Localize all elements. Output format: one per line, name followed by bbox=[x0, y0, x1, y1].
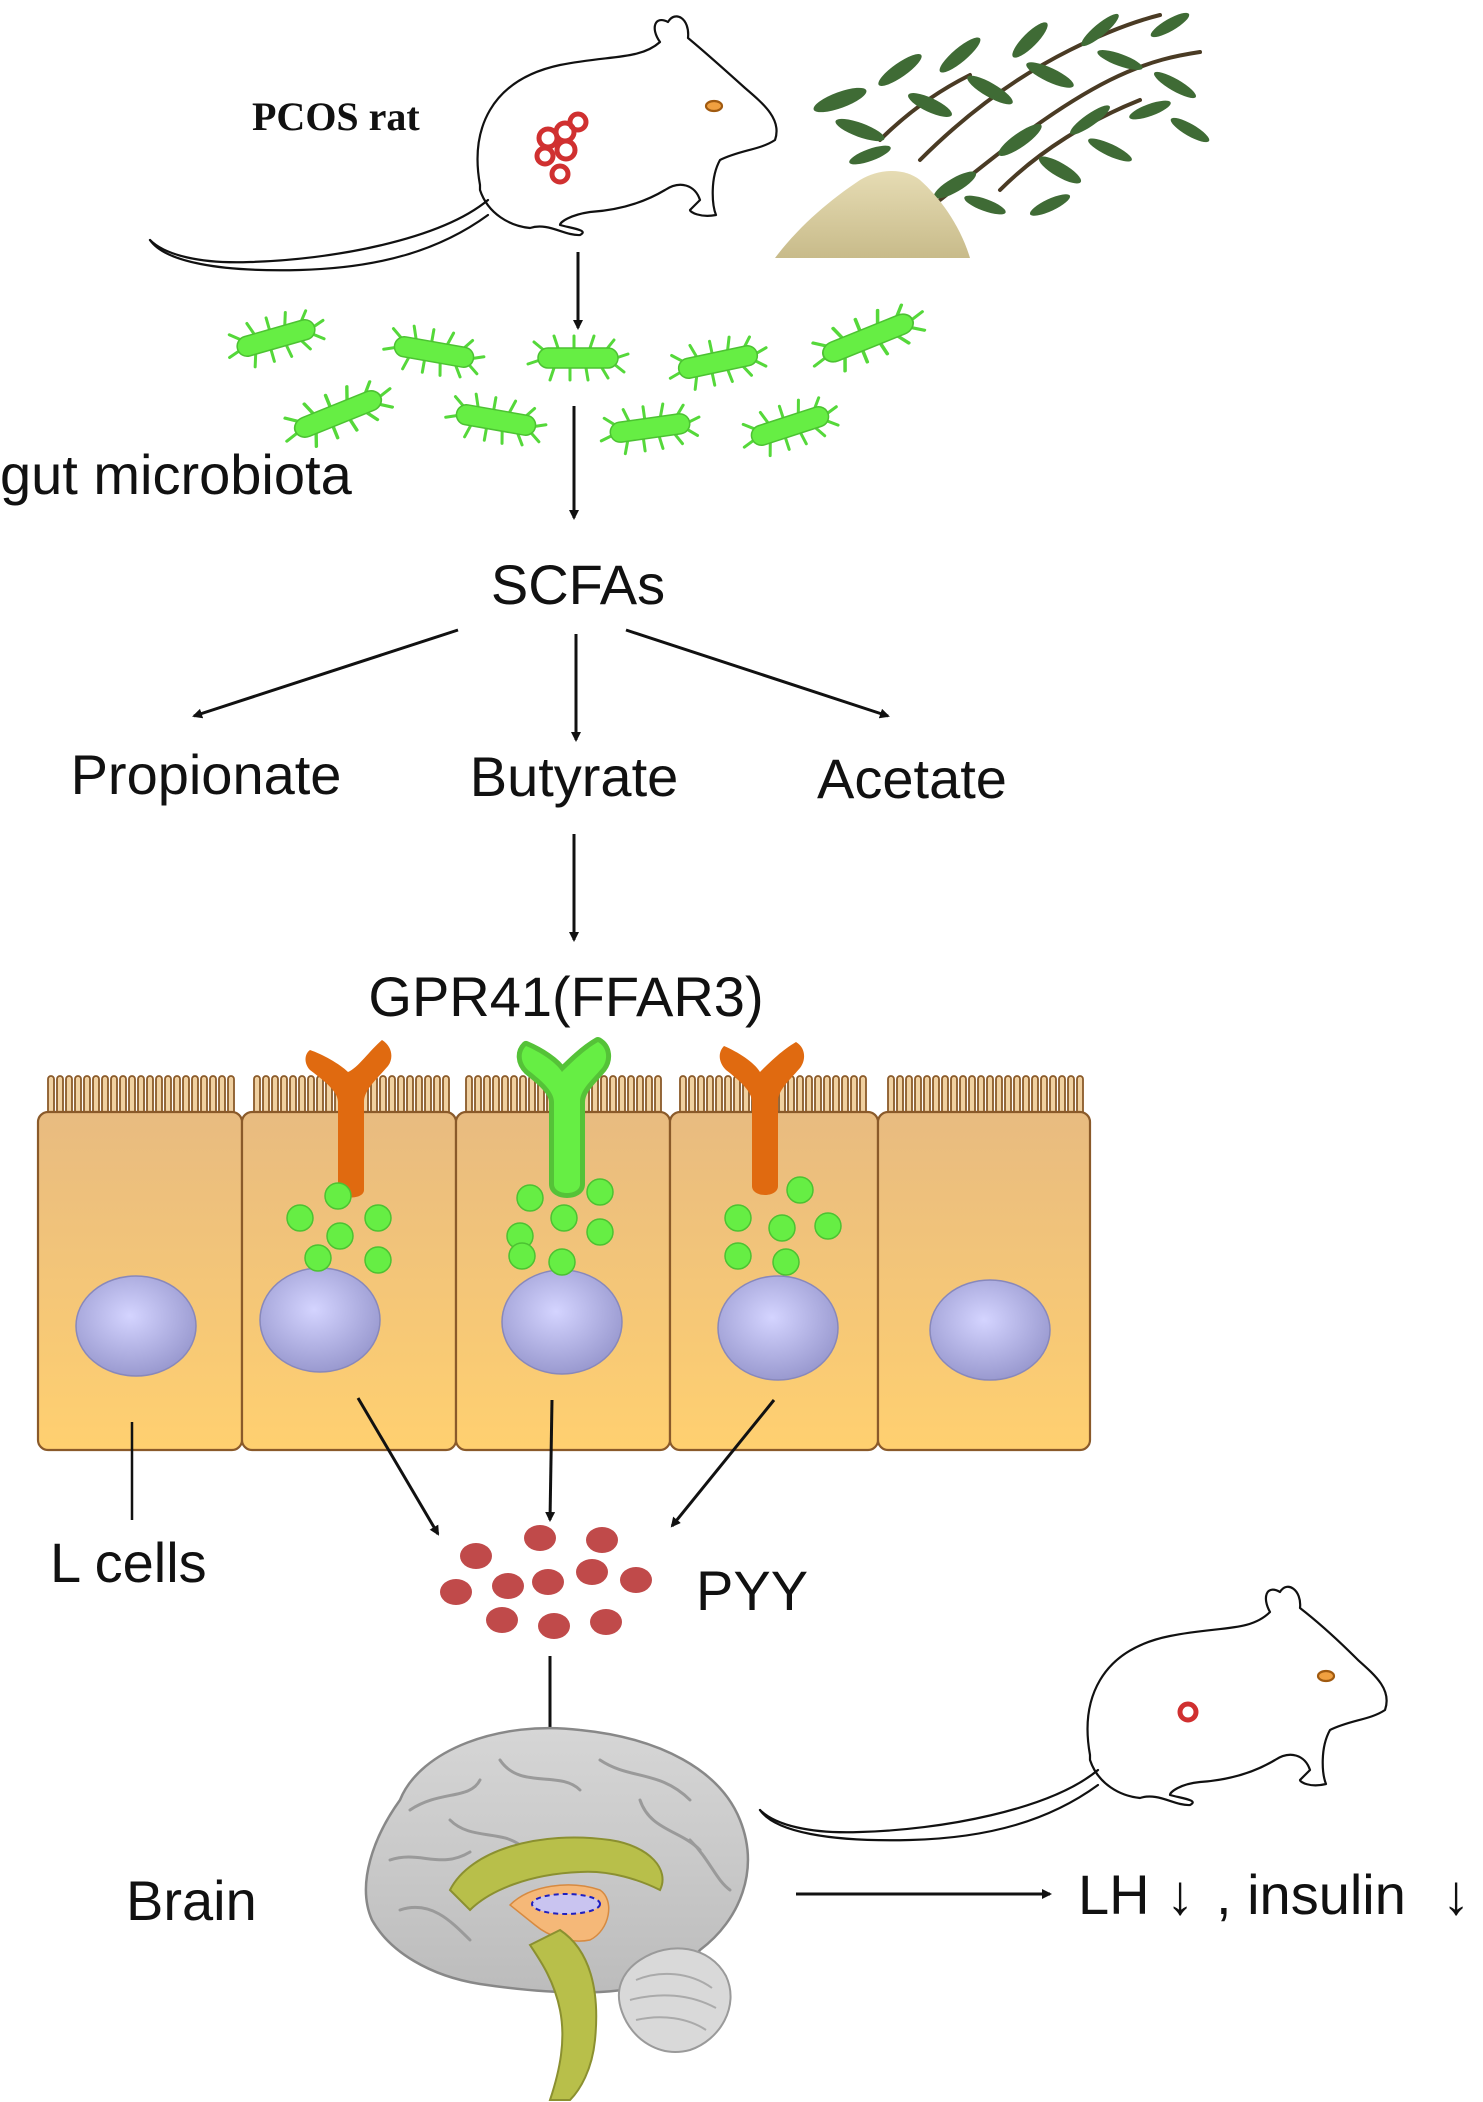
pyy-granule bbox=[460, 1543, 492, 1569]
pyy-granule bbox=[486, 1607, 518, 1633]
pyy-granule bbox=[590, 1609, 622, 1635]
receptor-inactive bbox=[305, 1040, 392, 1198]
vesicle bbox=[286, 1204, 314, 1232]
arrow-cell-to-pyy bbox=[670, 1399, 776, 1528]
nucleus bbox=[501, 1269, 623, 1375]
vesicle bbox=[724, 1242, 752, 1270]
vesicle bbox=[364, 1246, 392, 1274]
vesicle bbox=[508, 1242, 536, 1270]
pyy-granule bbox=[492, 1573, 524, 1599]
butyrate-label: Butyrate bbox=[470, 745, 679, 808]
l-cells-label: L cells bbox=[50, 1531, 207, 1594]
acetate-label: Acetate bbox=[817, 747, 1007, 810]
lh-down-arrow: ↓ bbox=[1166, 1863, 1194, 1926]
vesicle bbox=[724, 1204, 752, 1232]
arrow-scfas-to-acetate bbox=[625, 628, 890, 719]
nucleus bbox=[75, 1275, 197, 1377]
vesicle bbox=[326, 1222, 354, 1250]
pyy-granule bbox=[538, 1613, 570, 1639]
l-cells-layer bbox=[36, 1037, 1092, 1452]
vesicle bbox=[516, 1184, 544, 1212]
brain-icon bbox=[364, 1726, 749, 2101]
receptor-active bbox=[516, 1037, 612, 1198]
vesicle bbox=[786, 1176, 814, 1204]
nucleus bbox=[929, 1279, 1051, 1381]
powder-icon bbox=[775, 171, 970, 258]
arrow-cell-to-pyy bbox=[545, 1399, 556, 1522]
pcos-rat-label: PCOS rat bbox=[252, 94, 420, 139]
pyy-granule bbox=[524, 1525, 556, 1551]
vesicle bbox=[324, 1182, 352, 1210]
pyy-granules bbox=[440, 1525, 652, 1639]
insulin-label: , insulin bbox=[1216, 1863, 1406, 1926]
pyy-granule bbox=[586, 1527, 618, 1553]
receptor-label: GPR41(FFAR3) bbox=[368, 965, 763, 1028]
pyy-granule bbox=[532, 1569, 564, 1595]
treated-rat-icon bbox=[758, 1585, 1388, 1842]
pyy-granule bbox=[576, 1559, 608, 1585]
vesicle bbox=[772, 1248, 800, 1276]
nucleus bbox=[717, 1275, 839, 1381]
ovary-cyst-icon bbox=[534, 111, 589, 185]
insulin-down-arrow: ↓ bbox=[1442, 1863, 1470, 1926]
pcos-rat-icon bbox=[148, 15, 778, 272]
pyy-label: PYY bbox=[696, 1559, 808, 1622]
pyy-granule bbox=[440, 1579, 472, 1605]
arrow-cell-to-pyy bbox=[356, 1397, 440, 1536]
vesicle bbox=[768, 1214, 796, 1242]
vesicle bbox=[586, 1178, 614, 1206]
vesicle bbox=[550, 1204, 578, 1232]
vesicle bbox=[304, 1244, 332, 1272]
propionate-label: Propionate bbox=[71, 743, 342, 806]
nucleus bbox=[259, 1267, 381, 1373]
plant-icon bbox=[813, 12, 1210, 216]
vesicles bbox=[286, 1176, 842, 1276]
lh-label: LH bbox=[1078, 1863, 1150, 1926]
brain-label: Brain bbox=[126, 1869, 257, 1932]
arrow-scfas-to-propionate bbox=[192, 628, 459, 719]
vesicle bbox=[586, 1218, 614, 1246]
pyy-granule bbox=[620, 1567, 652, 1593]
vesicle bbox=[364, 1204, 392, 1232]
receptor-inactive bbox=[719, 1042, 805, 1195]
vesicle bbox=[814, 1212, 842, 1240]
vesicle bbox=[548, 1248, 576, 1276]
gut-microbiota-label: gut microbiota bbox=[0, 443, 353, 506]
scfas-label: SCFAs bbox=[491, 553, 665, 616]
ovary-normal-icon bbox=[1177, 1701, 1199, 1723]
